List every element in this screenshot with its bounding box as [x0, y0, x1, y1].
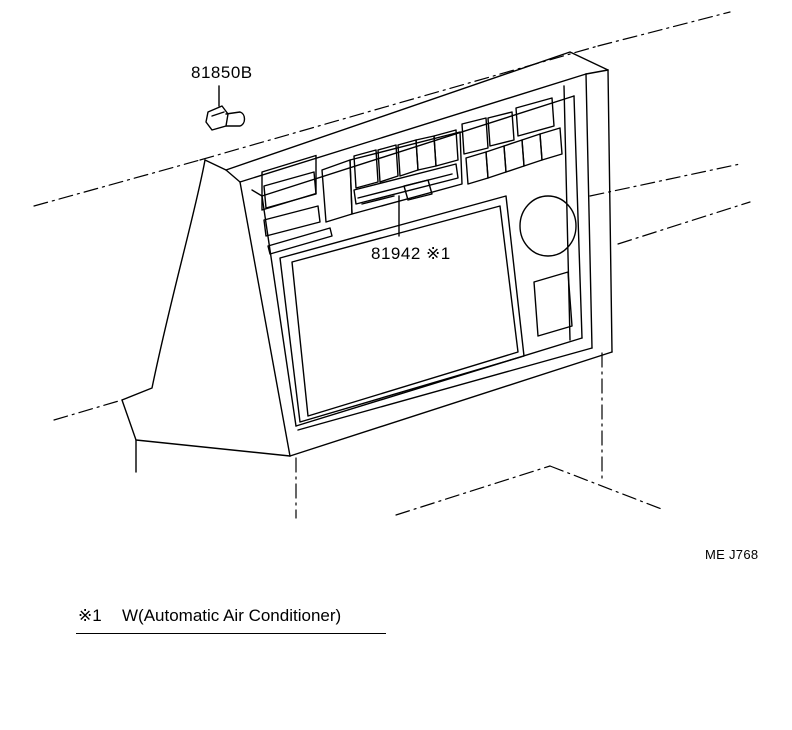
part-number-clip: 81850B: [191, 63, 253, 82]
part-number-panel: 81942 ※1: [371, 244, 451, 263]
footnote: ※1 W(Automatic Air Conditioner): [78, 606, 341, 626]
round-knob: [520, 196, 576, 256]
diagram-code: ME J768: [705, 547, 759, 562]
footnote-mark: ※1: [78, 606, 102, 625]
right-switch-block: [462, 98, 562, 184]
clip-part: [206, 106, 245, 130]
lower-slot: [534, 272, 572, 336]
left-button-block: [262, 155, 332, 254]
ac-control-panel: [322, 130, 462, 222]
phantom-lines: [34, 12, 750, 518]
display-screen: [280, 196, 524, 422]
console-body: [122, 160, 290, 472]
footnote-underline: [76, 633, 386, 634]
footnote-text: W(Automatic Air Conditioner): [122, 606, 342, 625]
center-cluster-bezel: [226, 52, 612, 456]
